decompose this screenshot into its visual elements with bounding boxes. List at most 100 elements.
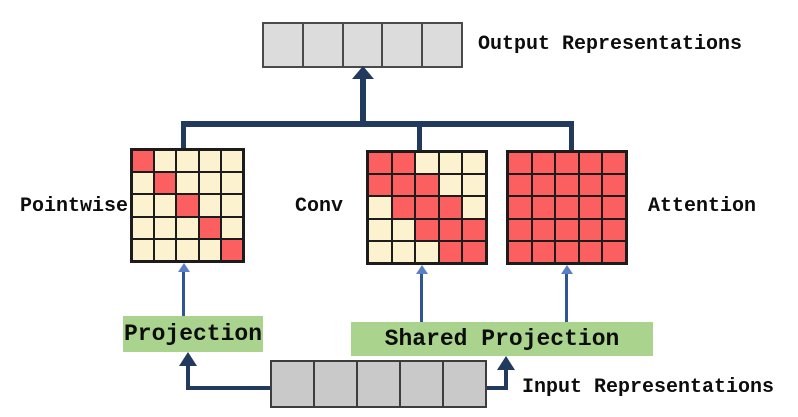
conv-matrix-cell [368, 218, 392, 241]
conv-matrix-cell [368, 152, 392, 175]
pointwise-matrix-cell [220, 150, 243, 173]
conv-matrix-cell [368, 240, 392, 263]
attention-matrix-cell [508, 152, 532, 175]
pointwise-matrix-cell [132, 150, 155, 173]
conv-matrix-cell [415, 240, 439, 263]
attention-matrix-cell [555, 196, 579, 219]
input-to-shared-arrow-horizontal [487, 386, 508, 390]
attention-matrix-cell [531, 218, 556, 241]
conv-matrix-cell [462, 152, 486, 175]
attention-matrix-cell [602, 218, 626, 241]
conv-matrix-cell [438, 174, 463, 197]
pointwise-matrix-cell [198, 194, 221, 217]
pointwise-matrix-cell [176, 194, 199, 217]
connector-arrowhead-icon [416, 265, 428, 274]
attention-matrix [506, 150, 628, 265]
output-representations-row [262, 22, 463, 68]
input-to-shared-arrowhead-icon [497, 356, 515, 370]
attention-matrix-cell [555, 218, 579, 241]
input-representation-cell [272, 362, 315, 406]
conv-matrix-cell [368, 174, 392, 197]
conv-matrix-cell [462, 218, 486, 241]
output-representation-cell [264, 24, 304, 66]
bus-drop-pointwise [181, 121, 186, 148]
pointwise-matrix-cell [198, 216, 221, 239]
pointwise-matrix-cell [198, 150, 221, 173]
input-to-projection-arrow-horizontal [186, 386, 270, 390]
conv-matrix-cell [438, 196, 463, 219]
input-representations-label: Input Representations [522, 376, 775, 399]
attention-matrix-cell [555, 240, 579, 263]
attention-matrix-cell [508, 218, 532, 241]
pointwise-matrix-cell [198, 238, 221, 261]
attention-matrix-cell [531, 152, 556, 175]
pointwise-matrix [130, 148, 245, 263]
conv-label: Conv [295, 195, 344, 218]
output-representation-cell [343, 24, 384, 66]
connector-shared-to-attention [565, 273, 568, 322]
attention-matrix-cell [555, 152, 579, 175]
attention-label: Attention [648, 195, 757, 218]
conv-matrix-cell [391, 152, 416, 175]
projection-box: Projection [123, 316, 263, 352]
attention-matrix-cell [508, 174, 532, 197]
attention-matrix-cell [531, 240, 556, 263]
trunk-arrowhead-icon [352, 66, 374, 79]
attention-matrix-cell [531, 174, 556, 197]
pointwise-matrix-cell [220, 194, 243, 217]
conv-matrix-cell [462, 196, 486, 219]
attention-matrix-cell [578, 152, 603, 175]
pointwise-matrix-cell [176, 172, 199, 195]
attention-matrix-cell [531, 196, 556, 219]
attention-matrix-cell [555, 174, 579, 197]
conv-matrix-cell [438, 152, 463, 175]
attention-matrix-cell [578, 174, 603, 197]
connector-arrowhead-icon [561, 265, 573, 274]
pointwise-matrix-cell [132, 216, 155, 239]
conv-matrix-cell [438, 218, 463, 241]
shared-projection-box: Shared Projection [351, 322, 653, 356]
conv-matrix-cell [391, 196, 416, 219]
trunk-arrow-line [360, 77, 366, 124]
connector-arrowhead-icon [178, 263, 190, 272]
pointwise-matrix-cell [220, 238, 243, 261]
input-representations-row [270, 360, 487, 408]
pointwise-matrix-cell [132, 194, 155, 217]
pointwise-matrix-cell [154, 150, 177, 173]
bus-line [181, 121, 574, 127]
pointwise-matrix-cell [198, 172, 221, 195]
conv-matrix-cell [415, 152, 439, 175]
pointwise-matrix-cell [176, 150, 199, 173]
pointwise-matrix-cell [176, 216, 199, 239]
pointwise-matrix-cell [220, 216, 243, 239]
conv-matrix-cell [391, 174, 416, 197]
attention-matrix-cell [578, 240, 603, 263]
pointwise-matrix-cell [154, 194, 177, 217]
attention-matrix-cell [578, 218, 603, 241]
input-representation-cell [315, 362, 358, 406]
pointwise-matrix-cell [176, 238, 199, 261]
conv-matrix [366, 150, 488, 265]
output-representation-cell [383, 24, 424, 66]
pointwise-label: Pointwise [20, 195, 129, 218]
conv-matrix-cell [462, 240, 486, 263]
input-representation-cell [358, 362, 401, 406]
conv-matrix-cell [415, 196, 439, 219]
conv-matrix-cell [415, 174, 439, 197]
conv-matrix-cell [438, 240, 463, 263]
conv-matrix-cell [368, 196, 392, 219]
attention-matrix-cell [602, 152, 626, 175]
input-representation-cell [444, 362, 485, 406]
input-to-shared-arrow-vertical [504, 369, 508, 390]
pointwise-matrix-cell [132, 238, 155, 261]
pointwise-matrix-cell [154, 238, 177, 261]
bus-drop-attention [569, 121, 574, 150]
input-to-projection-arrow-vertical [186, 365, 190, 390]
attention-matrix-cell [508, 240, 532, 263]
conv-matrix-cell [462, 174, 486, 197]
bus-drop-conv [417, 121, 422, 150]
pointwise-matrix-cell [220, 172, 243, 195]
connector-shared-to-conv [420, 273, 423, 322]
connector-projection-to-pointwise [182, 271, 185, 316]
attention-matrix-cell [602, 174, 626, 197]
